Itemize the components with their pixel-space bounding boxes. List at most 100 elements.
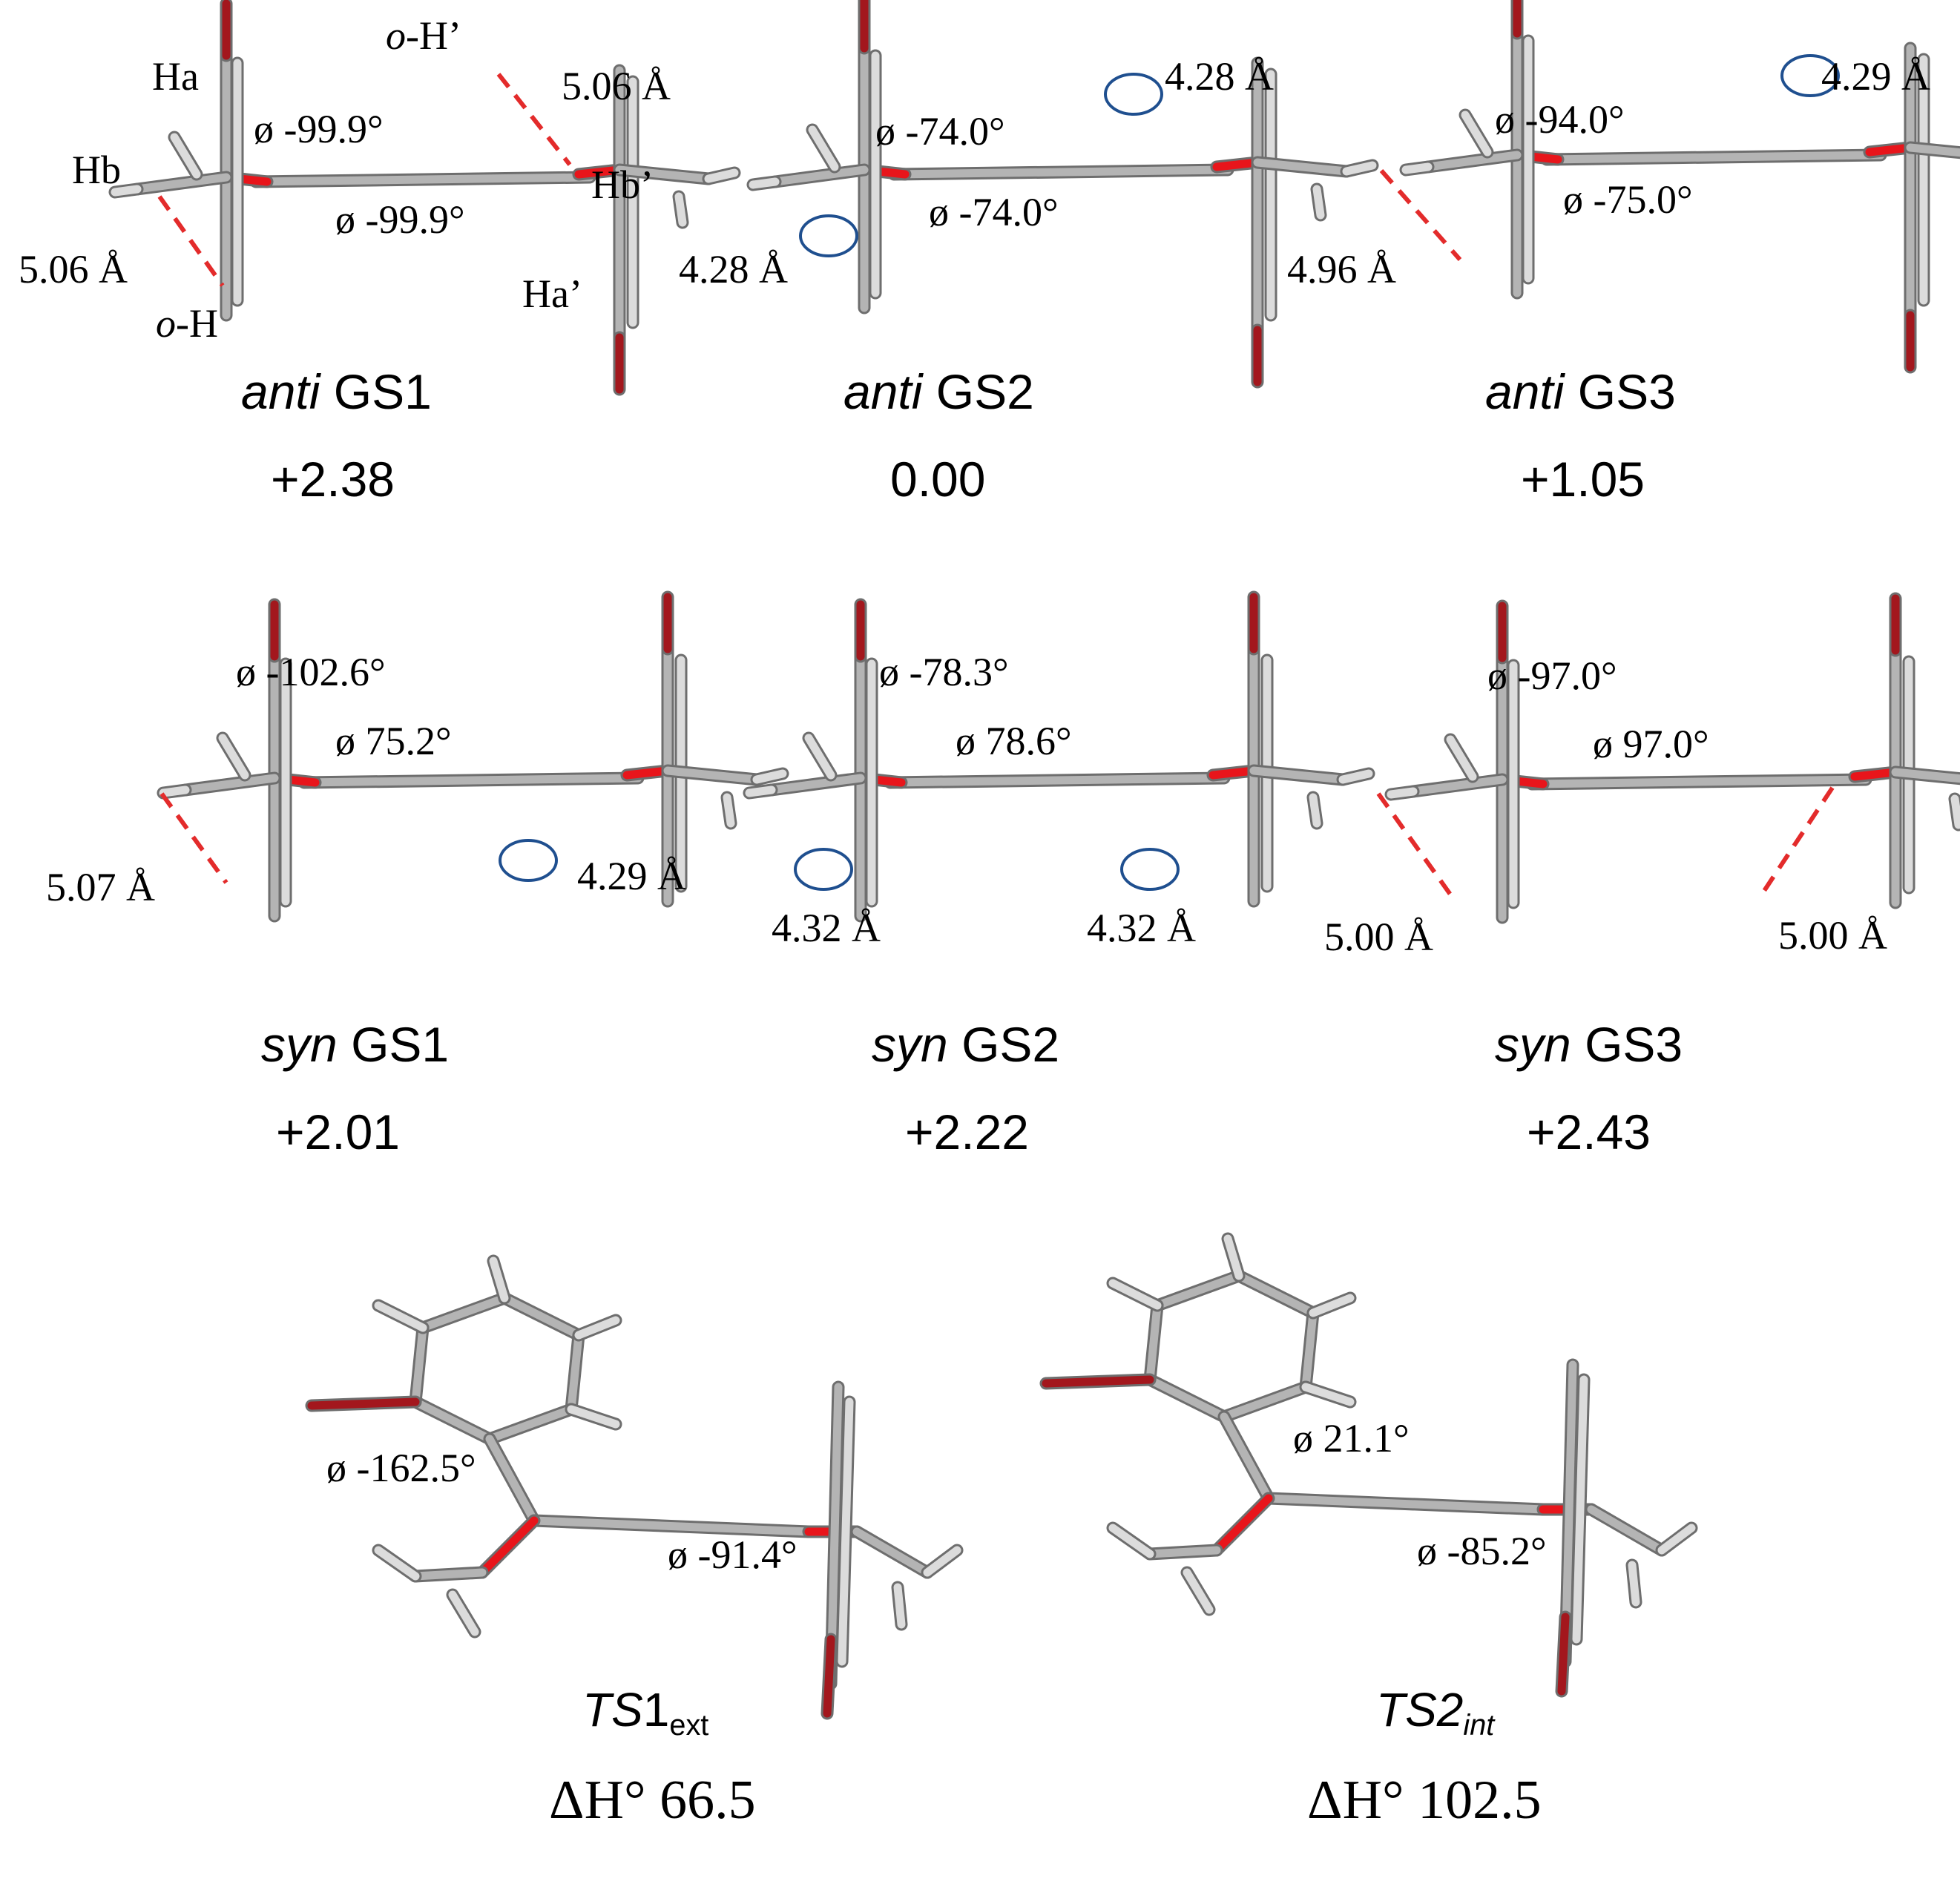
bond — [530, 1516, 813, 1536]
bond — [181, 774, 279, 794]
ts-enthalpy: ΔH° 66.5 — [549, 1770, 756, 1831]
bond — [723, 793, 735, 828]
bond — [170, 133, 201, 179]
ts-title: TS1ext — [582, 1683, 709, 1742]
conformer-title: syn GS3 — [1495, 1017, 1683, 1072]
relative-energy: 0.00 — [890, 452, 986, 507]
bond — [1542, 151, 1885, 164]
bond — [804, 734, 835, 780]
contact-circle — [799, 214, 858, 257]
dihedral-top: ø -74.0° — [875, 109, 1005, 154]
bond — [1212, 1494, 1273, 1555]
bond — [574, 1316, 620, 1340]
bond — [622, 766, 672, 780]
distance-left: 5.00 Å — [1324, 915, 1433, 959]
dihedral-top: ø -78.3° — [879, 650, 1009, 694]
relative-energy: +2.43 — [1527, 1104, 1651, 1159]
bond — [374, 1301, 427, 1332]
distance-right: 4.28 Å — [1165, 54, 1274, 99]
conformer-title: anti GS1 — [241, 364, 432, 419]
ts-title: TS2int — [1376, 1683, 1495, 1742]
distance-left: 5.07 Å — [46, 865, 155, 909]
bond — [663, 766, 761, 784]
bond — [307, 1397, 420, 1410]
bond — [1587, 1505, 1666, 1555]
bond — [1253, 158, 1351, 176]
bond — [418, 1294, 509, 1332]
distance-right: 4.29 Å — [577, 854, 686, 898]
distance-line — [1757, 786, 1835, 899]
bond — [1145, 1301, 1162, 1384]
contact-circle — [1780, 54, 1840, 97]
atom-label-ortho-h: o-H — [156, 301, 218, 346]
bond — [852, 1527, 932, 1577]
bond — [1906, 143, 1960, 157]
dihedral-bottom: ø 97.0° — [1593, 722, 1709, 766]
bond — [411, 1323, 427, 1406]
ts-enthalpy: ΔH° 102.5 — [1307, 1770, 1542, 1831]
bond — [1220, 1412, 1273, 1503]
dihedral-bottom: ø 75.2° — [335, 719, 452, 763]
bond — [615, 165, 713, 183]
bond — [1220, 1383, 1310, 1421]
relative-energy: +2.22 — [905, 1104, 1029, 1159]
bond — [886, 774, 1229, 787]
bond — [1312, 185, 1325, 220]
atom-label-ha-prime: Ha’ — [522, 271, 582, 316]
bond — [1527, 775, 1870, 788]
dihedral-bottom: ø -99.9° — [335, 197, 465, 242]
contact-circle — [794, 848, 853, 891]
dihedral-top: ø -99.9° — [254, 107, 384, 151]
dihedral-top: ø -94.0° — [1495, 97, 1625, 142]
dihedral-b: ø -91.4° — [668, 1532, 798, 1577]
dihedral-top: ø -97.0° — [1487, 653, 1617, 698]
atom-label-ha: Ha — [152, 54, 199, 99]
bond — [1145, 1546, 1221, 1558]
bond — [1223, 1234, 1243, 1280]
distance-right: 4.29 Å — [1821, 54, 1930, 99]
bond — [567, 1331, 583, 1414]
bond — [500, 1294, 583, 1340]
distance-left: 4.28 Å — [679, 247, 788, 292]
bond — [300, 774, 642, 787]
bond — [1446, 735, 1477, 781]
bond — [1108, 1279, 1162, 1310]
relative-energy: +2.38 — [271, 452, 395, 507]
bond — [574, 165, 624, 179]
conformer-title: syn GS1 — [261, 1017, 450, 1072]
bond — [1461, 111, 1492, 157]
bond — [1108, 1524, 1154, 1558]
bond — [1183, 1568, 1214, 1614]
conformer-title: anti GS3 — [1485, 364, 1676, 419]
bond — [808, 125, 839, 171]
bond — [823, 1635, 835, 1718]
bond — [1338, 769, 1373, 784]
bond — [1409, 775, 1507, 796]
bond — [1950, 794, 1960, 829]
atom-label-ortho-h-prime: o-H’ — [386, 13, 461, 58]
bond — [1264, 1494, 1548, 1514]
atom-label-hb-prime: Hb’ — [591, 162, 654, 207]
bond — [1309, 1294, 1355, 1317]
bond — [752, 769, 787, 784]
bond — [1234, 1271, 1318, 1317]
bond — [1153, 1271, 1243, 1310]
bond — [478, 1516, 539, 1577]
bond — [489, 1257, 509, 1303]
dihedral-top: ø -102.6° — [236, 650, 386, 694]
distance-line — [160, 792, 228, 884]
bond — [374, 1546, 420, 1581]
bond — [1342, 161, 1377, 176]
bond — [485, 1435, 539, 1525]
bond — [1572, 1375, 1588, 1644]
distance-line — [1376, 792, 1455, 899]
bond — [1249, 766, 1347, 784]
distance-right: 5.00 Å — [1778, 913, 1887, 958]
bond — [1309, 793, 1321, 828]
bond — [767, 774, 865, 794]
bond — [771, 165, 869, 186]
bond — [1557, 1613, 1570, 1696]
bond — [218, 734, 249, 780]
bond — [567, 1405, 620, 1429]
